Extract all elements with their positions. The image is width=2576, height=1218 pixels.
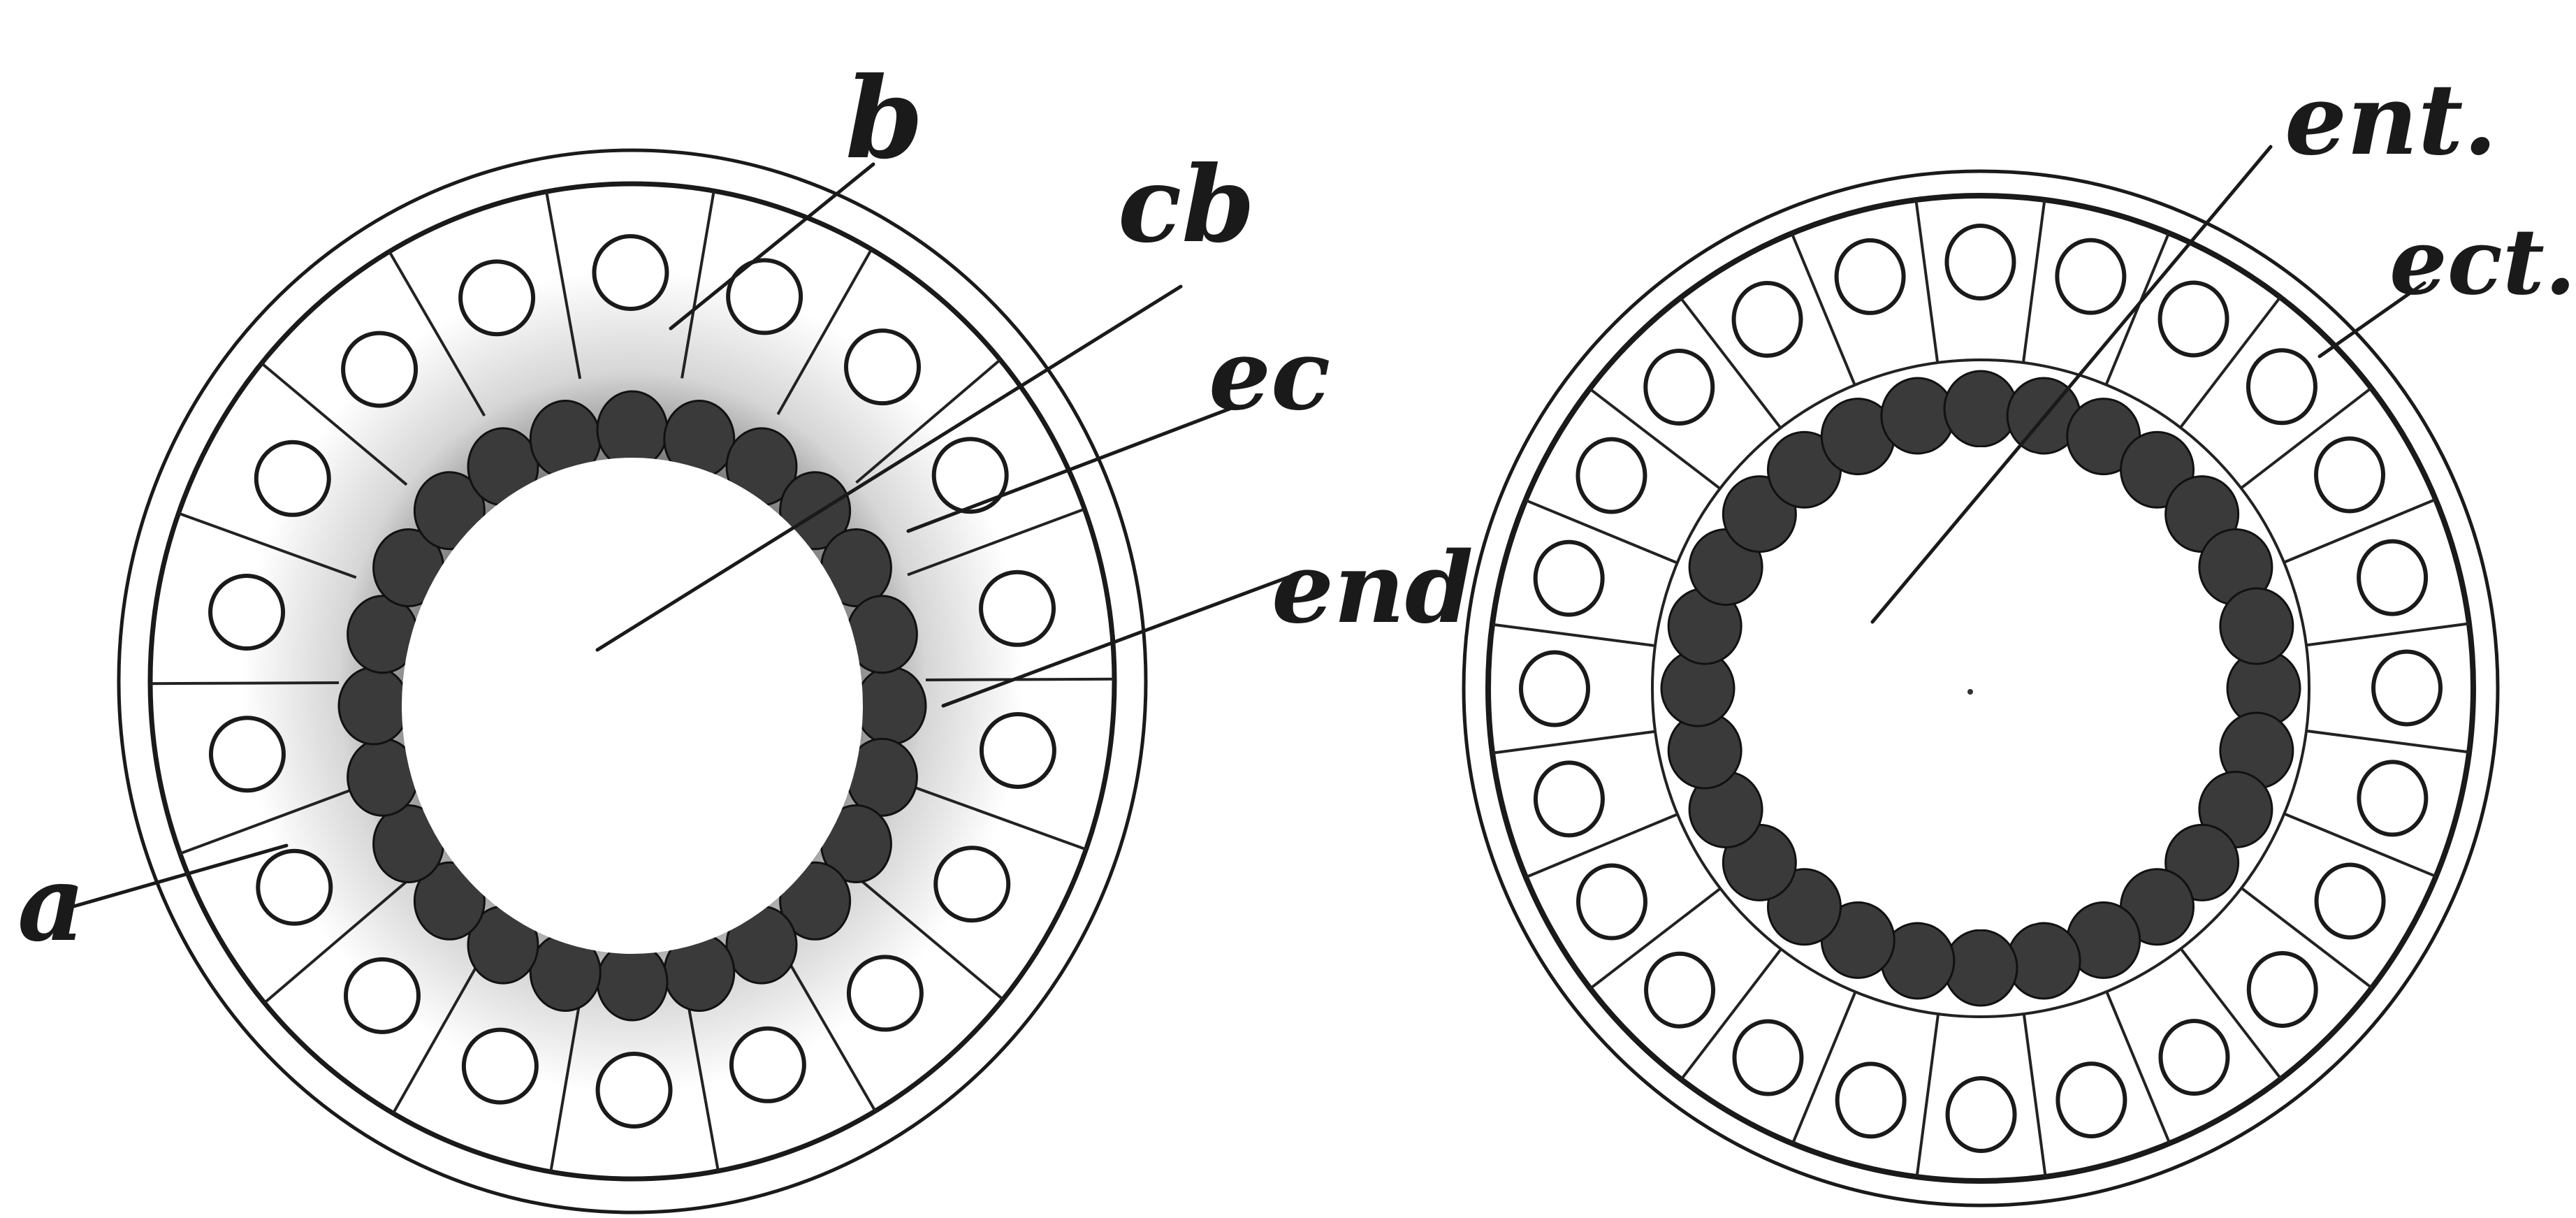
left-central-cavity (402, 458, 863, 954)
right-nucleus (2249, 953, 2316, 1026)
right-nucleus (2373, 651, 2440, 724)
left-cross-section (119, 150, 1146, 1212)
label-ec: ec (1209, 318, 1330, 433)
right-nucleus (1578, 439, 1645, 512)
label-ect: ect. (2389, 208, 2576, 315)
right-cell-wall (1916, 200, 1937, 363)
left-nucleus (732, 1029, 804, 1101)
right-nucleus (1645, 351, 1712, 423)
right-nucleus (2160, 1021, 2227, 1094)
leader-a (66, 846, 286, 908)
right-cell-wall (1492, 625, 1655, 646)
left-nucleus (258, 851, 330, 924)
right-nucleus (1838, 1064, 1905, 1136)
left-nucleus (464, 1030, 537, 1103)
right-entoderm-cell (1882, 378, 1954, 454)
left-nucleus (211, 718, 284, 790)
left-nucleus (849, 957, 922, 1029)
label-cb: cb (1118, 143, 1255, 266)
right-nucleus (1646, 954, 1713, 1027)
left-nucleus (982, 714, 1054, 787)
right-cross-section (1464, 171, 2498, 1205)
right-entoderm-cell (2220, 588, 2293, 664)
right-entoderm-cell (1944, 371, 2017, 447)
right-cavity-dot (1967, 689, 1973, 695)
right-entoderm-cell (2007, 923, 2080, 999)
right-nucleus (2359, 542, 2426, 614)
right-nucleus (1578, 865, 1645, 938)
right-nucleus (1734, 1022, 1801, 1094)
left-nucleus (460, 261, 533, 334)
right-nucleus (1521, 653, 1588, 725)
right-nucleus (1536, 542, 1603, 615)
left-nucleus (343, 333, 416, 406)
left-nucleus (846, 331, 919, 403)
label-b: b (845, 52, 924, 184)
right-nucleus (2317, 865, 2384, 938)
right-nucleus (1837, 240, 1904, 313)
right-nucleus (1948, 1078, 2015, 1151)
label-ent: ent. (2285, 63, 2497, 177)
right-entoderm-cell (1944, 930, 2017, 1006)
right-cell-wall (2306, 731, 2469, 752)
label-a: a (17, 842, 85, 965)
right-nucleus (1946, 226, 2014, 298)
label-end: end (1272, 531, 1473, 646)
right-cell-wall (2023, 200, 2044, 363)
left-nucleus (594, 236, 667, 309)
right-cell-wall (2024, 1014, 2046, 1177)
right-nucleus (2160, 282, 2227, 355)
left-nucleus (936, 848, 1008, 920)
left-endoderm-cell (597, 943, 667, 1020)
left-endoderm-cell (339, 667, 409, 744)
right-nucleus (2359, 762, 2426, 834)
left-endoderm-cell (856, 667, 926, 744)
left-nucleus (346, 959, 419, 1032)
left-endoderm-cell (597, 391, 667, 468)
right-nucleus (2316, 439, 2383, 512)
left-nucleus (981, 572, 1054, 645)
right-nucleus (2057, 240, 2124, 313)
left-nucleus (598, 1054, 671, 1126)
right-nucleus (1734, 283, 1801, 356)
right-nucleus (2058, 1064, 2125, 1136)
right-nucleus (2248, 350, 2315, 423)
right-cell-wall (1917, 1014, 1938, 1177)
right-cell-wall (2306, 623, 2469, 645)
left-nucleus (210, 576, 283, 648)
right-central-cavity (1736, 447, 2225, 929)
right-cell-wall (1492, 732, 1655, 753)
left-nucleus (934, 439, 1007, 512)
left-cell-wall (926, 679, 1114, 680)
right-nucleus (1536, 762, 1603, 835)
left-nucleus (256, 442, 329, 515)
